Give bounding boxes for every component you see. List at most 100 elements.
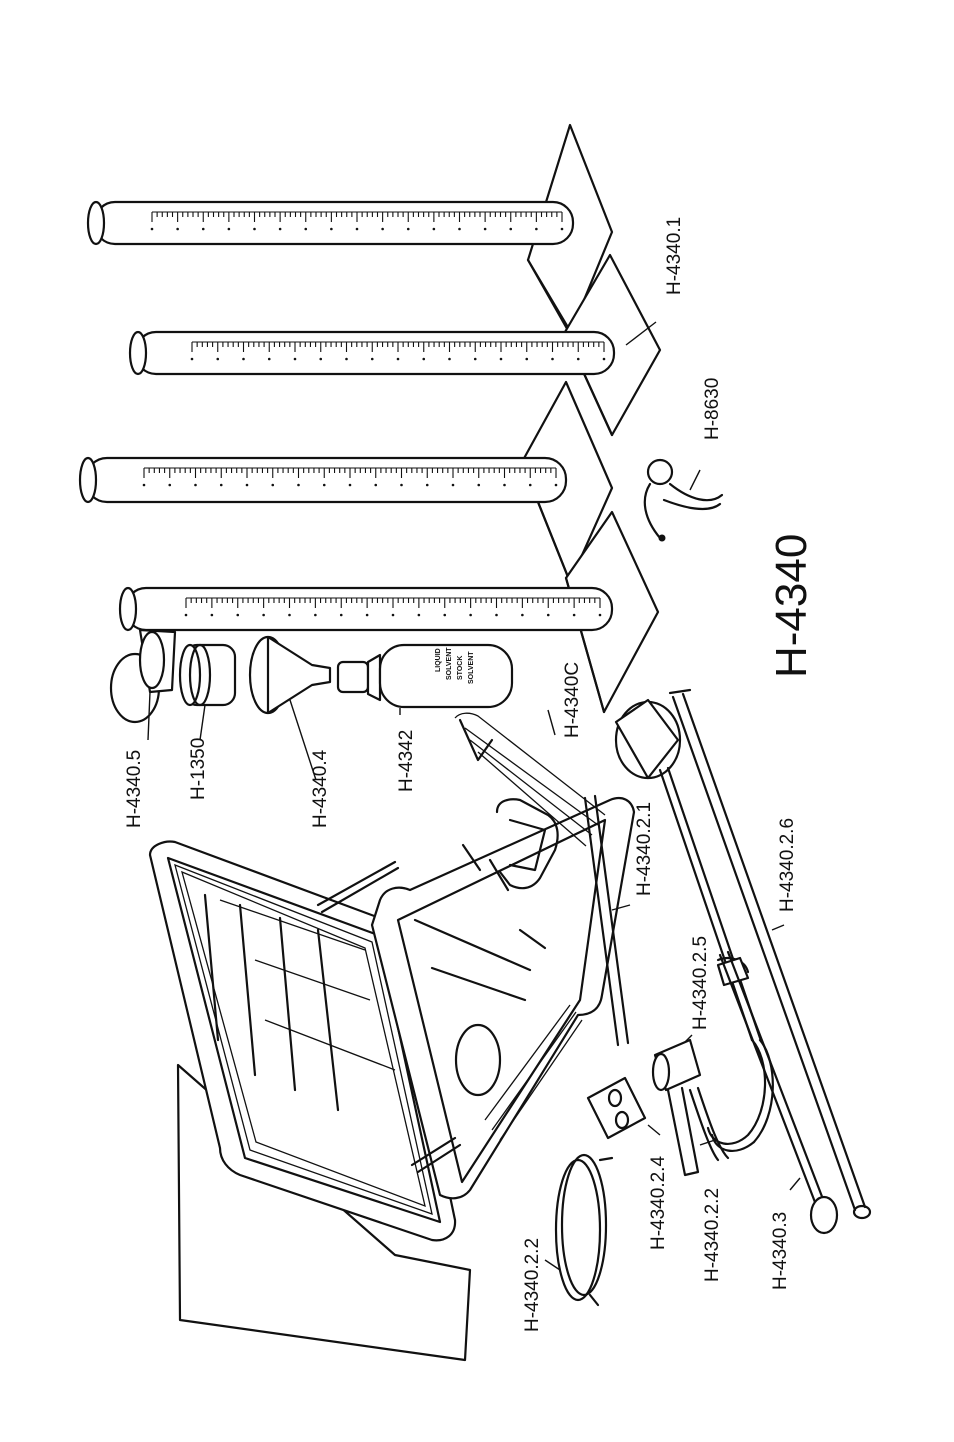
graduation-mark	[236, 613, 240, 617]
graduation-mark	[314, 613, 317, 617]
graduation-mark	[288, 613, 291, 617]
cylinder-tube-4	[124, 586, 614, 632]
callout-h4340-5: H-4340.5	[124, 750, 145, 828]
cylinder-tube-1	[93, 200, 575, 246]
graduation-mark	[365, 613, 369, 617]
graduation-mark	[509, 227, 513, 231]
graduation-mark	[293, 357, 297, 361]
graduation-mark	[477, 483, 481, 487]
graduation-mark	[458, 227, 461, 231]
callout-h4342: H-4342	[396, 730, 417, 792]
graduation-mark	[262, 613, 265, 617]
graduation-mark	[443, 613, 447, 617]
graduation-mark	[184, 613, 188, 617]
carrying-case	[148, 709, 636, 1362]
graduation-mark	[598, 613, 602, 617]
graduation-mark	[304, 227, 308, 231]
graduation-mark	[267, 357, 271, 361]
graduation-mark	[469, 613, 472, 617]
graduation-mark	[194, 483, 197, 487]
graduated-cylinder-4	[118, 510, 660, 714]
callout-h4340-2-2-right: H-4340.2.2	[702, 1188, 723, 1282]
clamp-part	[643, 458, 724, 542]
graduation-mark	[322, 483, 326, 487]
diagram-title: H-4340	[767, 534, 816, 678]
graduation-mark	[422, 357, 426, 361]
graduation-mark	[142, 483, 146, 487]
graduation-mark	[210, 613, 214, 617]
callout-h4340-2-2-left: H-4340.2.2	[522, 1238, 543, 1332]
graduation-mark	[245, 483, 249, 487]
bottle-label-line-1: LIQUID	[435, 648, 442, 672]
graduation-mark	[525, 357, 529, 361]
graduation-mark	[499, 357, 503, 361]
callout-h4340-2-5: H-4340.2.5	[690, 936, 711, 1030]
callout-h4340c: H-4340C	[562, 662, 583, 738]
graduation-mark	[391, 613, 395, 617]
graduation-mark	[602, 357, 606, 361]
graduation-mark	[150, 227, 154, 231]
graduation-mark	[576, 357, 580, 361]
cup-part	[109, 628, 177, 741]
graduation-mark	[483, 227, 487, 231]
callout-labels: H-4340.1 H-8630 H-4340.5 H-1350 H-4340.4…	[124, 217, 798, 1332]
graduation-mark	[528, 483, 532, 487]
rod-h4340-3	[718, 950, 839, 1235]
graduation-mark	[503, 483, 506, 487]
graduation-mark	[400, 483, 403, 487]
funnel-part	[248, 635, 332, 781]
graduated-cylinder-2	[128, 253, 662, 437]
graduation-mark	[546, 613, 550, 617]
graduation-mark	[168, 483, 172, 487]
callout-h4340-2-4: H-4340.2.4	[648, 1156, 669, 1250]
graduation-mark	[451, 483, 455, 487]
graduation-mark	[374, 483, 378, 487]
graduation-mark	[253, 227, 256, 231]
graduation-mark	[448, 357, 451, 361]
graduation-mark	[271, 483, 275, 487]
coiled-tubing	[544, 1153, 614, 1307]
rod-h4340-2-1	[583, 794, 631, 1047]
callout-h4340-3: H-4340.3	[770, 1212, 791, 1290]
callout-h4340-2-1: H-4340.2.1	[634, 802, 655, 896]
jar-part	[178, 643, 237, 741]
graduation-mark	[190, 357, 194, 361]
graduation-mark	[432, 227, 436, 231]
graduation-mark	[201, 227, 205, 231]
graduation-mark	[473, 357, 477, 361]
graduation-mark	[297, 483, 300, 487]
graduated-cylinder-1	[86, 123, 614, 336]
graduation-mark	[495, 613, 498, 617]
graduation-mark	[355, 227, 359, 231]
graduation-mark	[417, 613, 421, 617]
graduation-mark	[560, 227, 564, 231]
solvent-bottle: LIQUID SOLVENT STOCK SOLVENT	[336, 643, 514, 715]
bottle-label-line-3: STOCK	[457, 656, 464, 680]
graduation-mark	[551, 357, 554, 361]
graduation-mark	[521, 613, 524, 617]
graduated-cylinder-3	[78, 380, 614, 584]
graduation-mark	[345, 357, 348, 361]
connector-assembly	[647, 1038, 730, 1177]
graduation-mark	[554, 483, 558, 487]
graduation-mark	[227, 227, 231, 231]
callout-h4340-1: H-4340.1	[664, 217, 685, 295]
graduation-mark	[319, 357, 323, 361]
graduation-mark	[396, 357, 400, 361]
graduation-mark	[406, 227, 410, 231]
graduation-mark	[535, 227, 538, 231]
cylinder-tube-2	[134, 330, 616, 376]
callout-h4340-2-6: H-4340.2.6	[777, 818, 798, 912]
callout-h4340-4: H-4340.4	[310, 749, 331, 828]
probe-h4340-2-5	[614, 698, 774, 1152]
graduation-mark	[242, 357, 245, 361]
rod-h4340-2-6	[668, 688, 872, 1220]
graduation-mark	[176, 227, 179, 231]
graduation-mark	[339, 613, 343, 617]
graduation-mark	[348, 483, 352, 487]
bottle-label-line-2: SOLVENT	[446, 647, 453, 680]
leader-h4340-1	[625, 321, 657, 346]
graduation-mark	[216, 357, 220, 361]
